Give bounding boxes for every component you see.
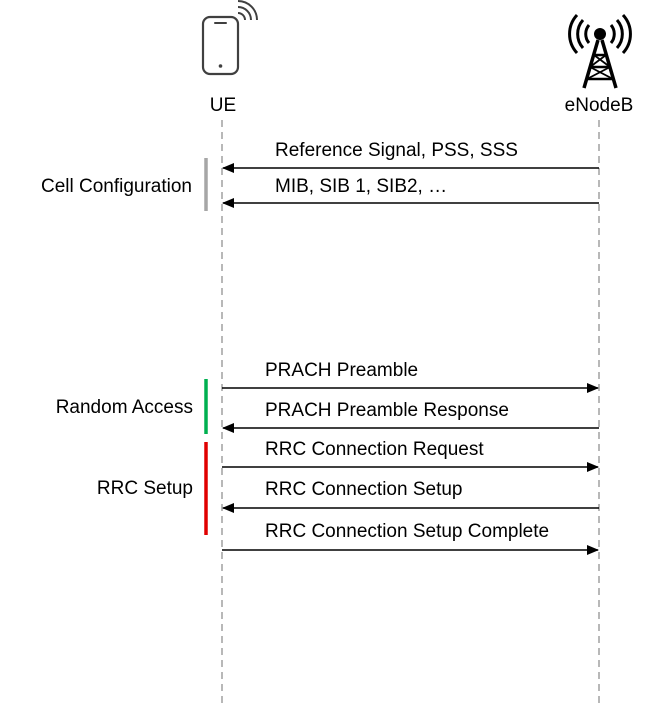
enodeb-label: eNodeB xyxy=(565,95,634,116)
message-label: PRACH Preamble xyxy=(265,360,418,381)
cell-tower-icon xyxy=(568,13,632,89)
phase-label-cell-configuration: Cell Configuration xyxy=(41,176,192,197)
phase-label-random-access: Random Access xyxy=(56,397,193,418)
phase-label-rrc-setup: RRC Setup xyxy=(97,478,193,499)
message-label: MIB, SIB 1, SIB2, … xyxy=(275,176,447,197)
message-label: PRACH Preamble Response xyxy=(265,400,509,421)
mobile-phone-icon xyxy=(201,0,258,76)
message-label: RRC Connection Setup Complete xyxy=(265,521,549,542)
message-label: RRC Connection Request xyxy=(265,439,484,460)
message-label: Reference Signal, PSS, SSS xyxy=(275,140,518,161)
message-label: RRC Connection Setup xyxy=(265,479,463,500)
ue-label: UE xyxy=(210,95,236,116)
